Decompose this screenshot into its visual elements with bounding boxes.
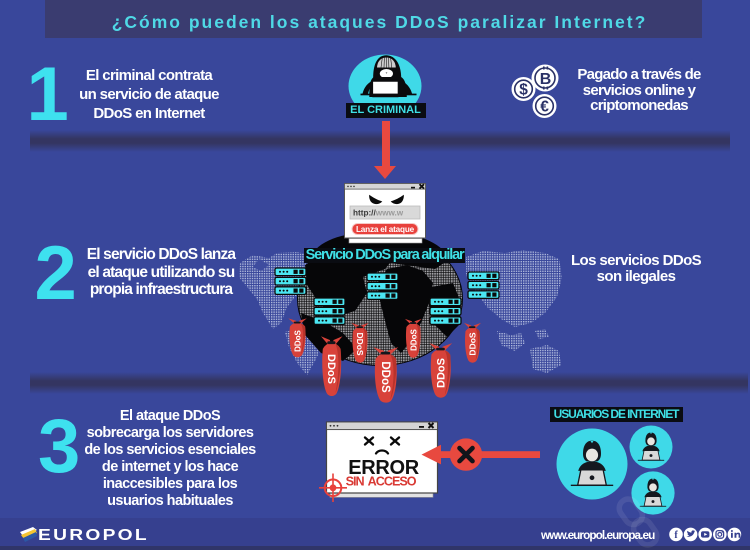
svg-text:ERROR: ERROR <box>348 457 420 479</box>
svg-text:DDoS: DDoS <box>379 361 391 393</box>
svg-text:B: B <box>540 71 552 88</box>
svg-text:SIN ACCESO: SIN ACCESO <box>346 475 417 489</box>
svg-text:€: € <box>540 99 549 116</box>
svg-text:DDoS: DDoS <box>355 332 365 355</box>
svg-text:DDoS: DDoS <box>409 328 418 350</box>
svg-text:http://www.w: http://www.w <box>353 209 404 218</box>
svg-text:f: f <box>674 530 678 541</box>
svg-text:DDoS: DDoS <box>325 354 337 384</box>
svg-text:DDoS: DDoS <box>435 358 447 388</box>
svg-text:Lanza el ataque: Lanza el ataque <box>356 225 415 234</box>
svg-text:$: $ <box>519 82 528 99</box>
svg-text:DDoS: DDoS <box>468 332 478 355</box>
svg-text:DDoS: DDoS <box>294 329 303 351</box>
